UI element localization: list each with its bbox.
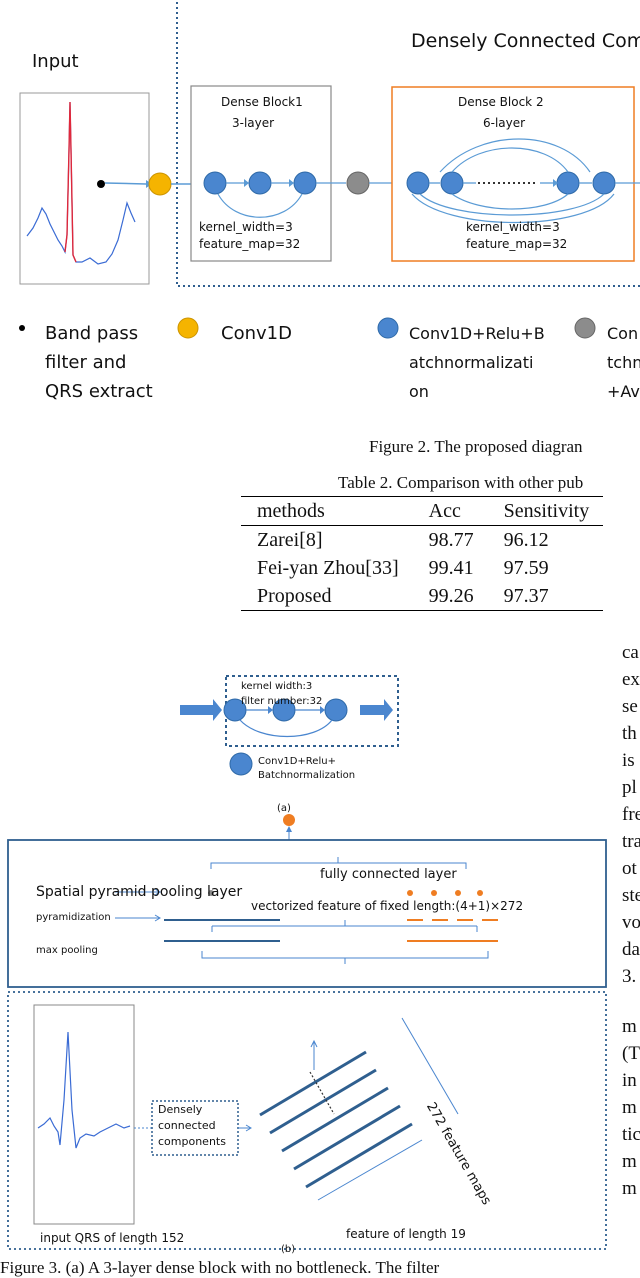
fig3a-node-3: [324, 698, 348, 722]
input-label: Input: [32, 51, 79, 72]
legend-black-dot: [19, 325, 25, 331]
block1-kernel: kernel_width=3: [199, 220, 293, 234]
figure-2-diagram: [19, 2, 640, 339]
figure-3-caption: Figure 3. (a) A 3-layer dense block with…: [0, 1258, 440, 1277]
block2-node-1: [406, 171, 430, 195]
block2-node-2: [440, 171, 464, 195]
fig3a-output-arrow: [360, 699, 393, 721]
header-acc: Acc: [428, 499, 461, 522]
spp-layer-box: [7, 839, 607, 988]
figure-3-diagram: [7, 675, 607, 1250]
figure-2-caption: Figure 2. The proposed diagran: [369, 437, 583, 456]
input-signal-box: [19, 92, 150, 285]
block1-node-3: [293, 171, 317, 195]
input-qrs-box: [33, 1004, 135, 1225]
dense-components-box: [7, 991, 607, 1250]
fig3b-label: (b): [281, 1244, 296, 1255]
vector-label: vectorized feature of fixed length:(4+1)…: [251, 899, 524, 913]
header-methods: methods: [257, 499, 325, 522]
fc-node: [283, 814, 295, 826]
block2-title: Dense Block 2: [458, 95, 544, 109]
legend-conv1d: Conv1D: [221, 323, 292, 344]
header-sensitivity: Sensitivity: [503, 499, 590, 522]
block1-title: Dense Block1: [221, 95, 303, 109]
pyramidization-label: pyramidization: [36, 912, 111, 923]
transition-node: [346, 171, 370, 195]
block2-node-5: [556, 171, 580, 195]
block2-kernel: kernel_width=3: [466, 220, 560, 234]
block1-node-1: [203, 171, 227, 195]
conv1d-node: [148, 172, 172, 196]
block2-fmap: feature_map=32: [466, 237, 568, 251]
spp-bottom-brace: [201, 951, 489, 964]
block1-layers: 3-layer: [232, 116, 275, 130]
gray-pool-dot: [208, 890, 214, 896]
dense-components-title: Densely Connected Com: [411, 30, 640, 52]
dense-block-2: [391, 86, 635, 262]
max-pooling-label: max pooling: [36, 945, 98, 956]
spp-title: Spatial pyramid pooling layer: [36, 884, 243, 900]
fig3a-block-border: [225, 675, 399, 747]
fig3a-legend: Conv1D+Relu+Batchnormalization: [258, 756, 356, 781]
legend-blue-node: [377, 317, 399, 339]
fc-layer-label: fully connected layer: [320, 867, 457, 882]
vector-brace: [210, 857, 467, 869]
fig3a-input-arrow: [180, 699, 222, 721]
bandpass-dot: [97, 180, 105, 188]
qrs-waveform: [37, 1031, 131, 1149]
legend-gray-node: [574, 317, 596, 339]
fig3a-label: (a): [277, 803, 291, 814]
maps-brace: [401, 1017, 459, 1115]
block2-node-6: [592, 171, 616, 195]
block1-node-2: [248, 171, 272, 195]
input-qrs-label: input QRS of length 152: [40, 1231, 185, 1245]
fig3a-kernel: kernel width:3: [241, 681, 313, 692]
legend-orange-node: [177, 317, 199, 339]
fig3a-legend-node: [229, 752, 253, 776]
block2-layers: 6-layer: [483, 116, 526, 130]
feature-length-label: feature of length 19: [346, 1227, 466, 1241]
block1-fmap: feature_map=32: [199, 237, 301, 251]
fig3a-filters: filter number:32: [241, 696, 323, 707]
table-2-caption: Table 2. Comparison with other pub: [338, 473, 584, 492]
